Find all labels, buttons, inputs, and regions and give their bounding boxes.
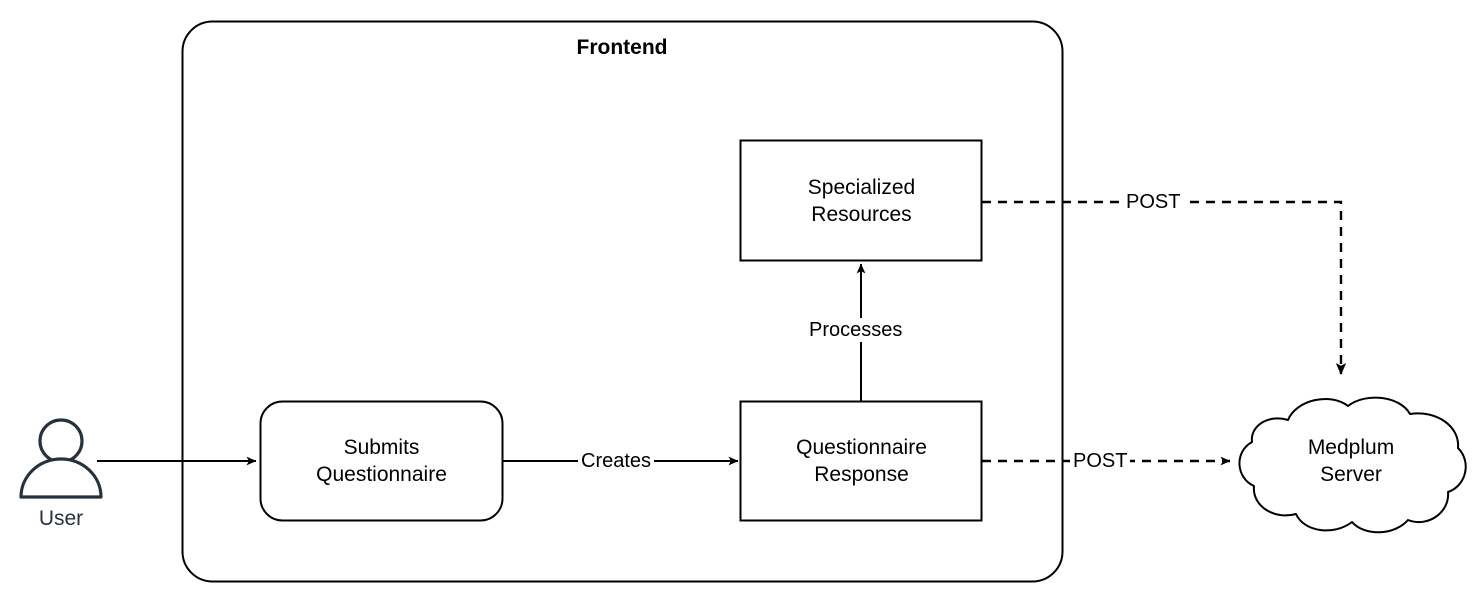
edge-label-post-response: POST: [1070, 449, 1131, 473]
user-icon: [19, 418, 103, 499]
specialized-resources-shape: [739, 139, 983, 262]
edge-label-creates: Creates: [578, 449, 655, 473]
submits-questionnaire-shape: [259, 400, 504, 522]
edge-label-processes: Processes: [806, 318, 906, 342]
edge-specialized-to-server: [982, 200, 1347, 375]
questionnaire-response-shape: [739, 400, 983, 522]
medplum-server-shape: [1238, 396, 1467, 534]
user-actor-label: User: [38, 507, 84, 530]
frontend-container-title: Frontend: [576, 36, 668, 59]
edge-label-post-specialized: POST: [1123, 190, 1184, 214]
